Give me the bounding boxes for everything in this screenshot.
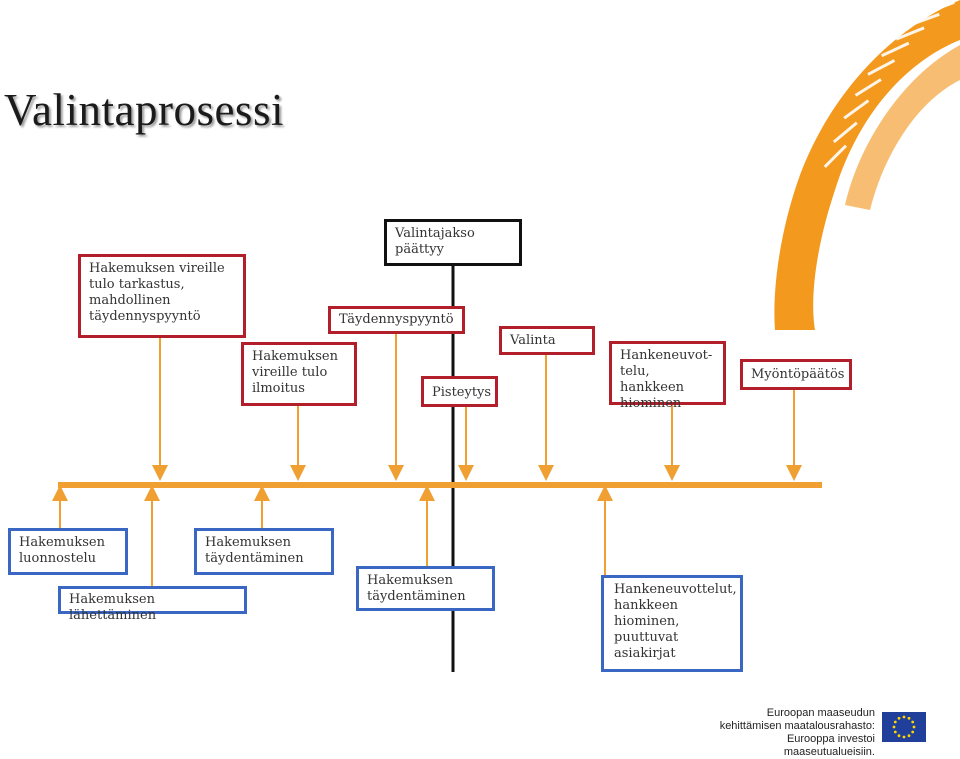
step-label: Hankeneuvot- telu, hankkeen hiominen — [620, 348, 713, 411]
applicant-negotiations: Hankeneuvottelut, hankkeen hiominen, puu… — [601, 575, 743, 672]
step-label: Hakemuksen vireille tulo tarkastus, mahd… — [89, 261, 225, 324]
step-label: Valinta — [510, 333, 556, 348]
step-project-negotiation: Hankeneuvot- telu, hankkeen hiominen — [609, 341, 726, 411]
step-label: Täydennyspyyntö — [339, 312, 454, 327]
step-supplement-request: Täydennyspyyntö — [328, 306, 465, 334]
step-label: Pisteytys — [432, 385, 492, 400]
step-label: Hakemuksen vireille tulo ilmoitus — [252, 349, 338, 396]
step-label: Myöntöpäätös — [751, 367, 845, 382]
footer-line-3: Eurooppa investoi maaseutualueisiin. — [783, 733, 875, 758]
applicant-supplement-1: Hakemuksen täydentäminen — [194, 528, 334, 575]
step-scoring: Pisteytys — [421, 376, 498, 407]
step-label: Hakemuksen luonnostelu — [19, 535, 105, 566]
step-label: Hakemuksen täydentäminen — [205, 535, 304, 566]
step-notice-of-application: Hakemuksen vireille tulo ilmoitus — [241, 342, 357, 406]
step-label: Valintajakso päättyy — [395, 226, 475, 257]
footer-line-2: kehittämisen maatalousrahasto: — [719, 720, 875, 732]
funding-credit: Euroopan maaseudun kehittämisen maatalou… — [700, 707, 875, 759]
applicant-drafting: Hakemuksen luonnostelu — [8, 528, 128, 575]
step-label: Hakemuksen lähettäminen — [69, 592, 157, 623]
step-label: Hankeneuvottelut, hankkeen hiominen, puu… — [614, 582, 737, 661]
step-check-application: Hakemuksen vireille tulo tarkastus, mahd… — [78, 254, 246, 338]
applicant-supplement-2: Hakemuksen täydentäminen — [356, 566, 495, 611]
step-selection-period-ends: Valintajakso päättyy — [384, 219, 522, 266]
step-label: Hakemuksen täydentäminen — [367, 573, 466, 604]
timeline-bar — [58, 482, 822, 488]
page-title: Valintaprosessi — [4, 85, 284, 135]
step-funding-decision: Myöntöpäätös — [740, 359, 852, 390]
step-selection: Valinta — [499, 326, 595, 355]
applicant-submission: Hakemuksen lähettäminen — [58, 586, 247, 623]
rural-development-logo-icon — [774, 0, 960, 330]
eu-flag-icon — [882, 712, 926, 742]
footer-line-1: Euroopan maaseudun — [766, 707, 875, 719]
